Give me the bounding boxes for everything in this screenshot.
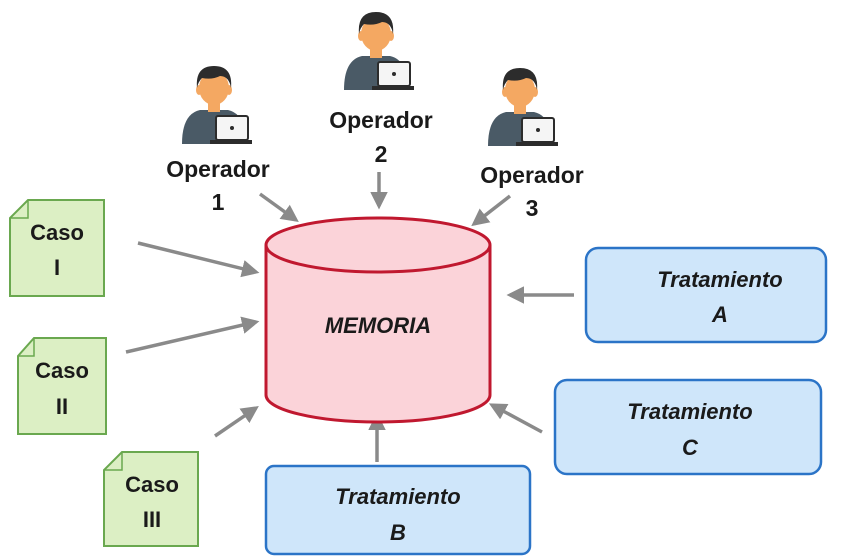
memory-label: MEMORIA [325,313,431,338]
document-icon [9,199,105,297]
treatment-b-label: Tratamiento [335,484,461,509]
treatment-c-letter: C [682,435,699,460]
arrow-case-3 [214,406,259,438]
treatment-c-label: Tratamiento [627,399,753,424]
operator-2-number: 2 [375,141,388,167]
document-icon [17,337,107,435]
operator-1: Operador 1 [166,65,270,215]
arrow-operator-3 [471,194,512,227]
case-2-label: Caso [35,358,89,383]
arrows [125,172,574,462]
operator-2: Operador 2 [329,11,433,167]
arrow-case-1 [137,241,260,278]
operator-laptop-icon [487,67,559,147]
treatment-b: Tratamiento B [264,464,532,556]
operator-3-number: 3 [526,195,539,221]
case-3-label: Caso [125,472,179,497]
case-2: Caso II [17,337,107,435]
operator-2-label: Operador [329,107,433,133]
memory-cylinder: MEMORIA [264,216,492,424]
treatment-a-letter: A [711,302,728,327]
operator-1-label: Operador [166,156,270,182]
operator-3-label: Operador [480,162,584,188]
arrow-operator-1 [258,192,299,223]
case-3: Caso III [103,451,199,547]
operator-laptop-icon [181,65,253,145]
treatment-b-letter: B [390,520,406,545]
treatment-a: Tratamiento A [584,246,828,344]
case-2-numeral: II [56,394,68,419]
operator-1-number: 1 [212,189,225,215]
arrow-case-2 [125,316,260,354]
document-icon [103,451,199,547]
treatment-c: Tratamiento C [553,378,823,476]
operator-3: Operador 3 [480,67,584,221]
case-3-numeral: III [143,507,161,532]
case-1-numeral: I [54,255,60,280]
treatment-a-label: Tratamiento [657,267,783,292]
operator-laptop-icon [343,11,415,91]
case-1: Caso I [9,199,105,297]
case-1-label: Caso [30,220,84,245]
arrow-treatment-c [488,403,543,434]
